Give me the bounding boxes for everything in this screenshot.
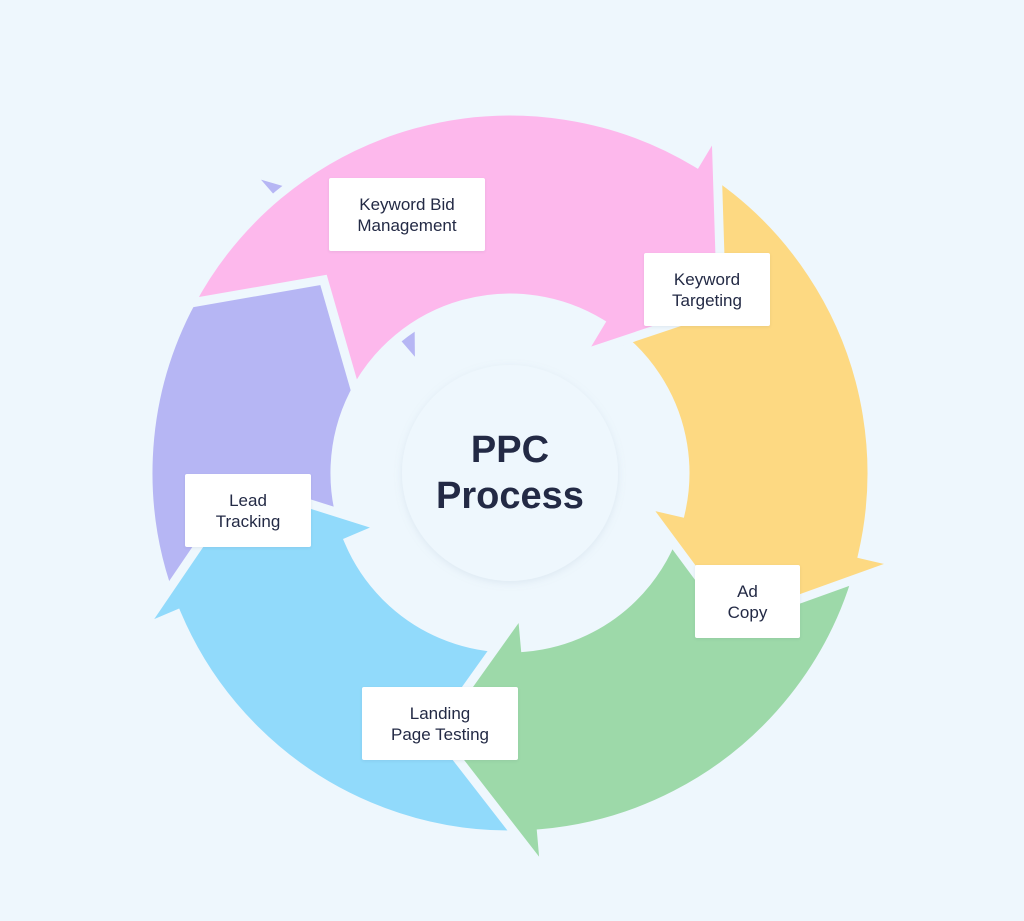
center-circle <box>402 365 618 581</box>
step-label-lead-tracking: Lead Tracking <box>185 474 311 547</box>
step-label-landing-page-testing: Landing Page Testing <box>362 687 518 760</box>
step-label-ad-copy: Ad Copy <box>695 565 800 638</box>
center-title: PPC Process <box>402 365 618 581</box>
center-title-text: PPC Process <box>436 429 584 517</box>
cycle-arrows <box>129 106 916 887</box>
step-label-text: Ad Copy <box>727 581 768 622</box>
step-label-text: Keyword Targeting <box>672 269 742 310</box>
step-label-text: Keyword Bid Management <box>357 194 457 235</box>
step-label-keyword-bid-management: Keyword Bid Management <box>329 178 485 251</box>
step-label-text: Landing Page Testing <box>391 703 489 744</box>
step-label-text: Lead Tracking <box>215 490 281 531</box>
step-label-keyword-targeting: Keyword Targeting <box>644 253 770 326</box>
